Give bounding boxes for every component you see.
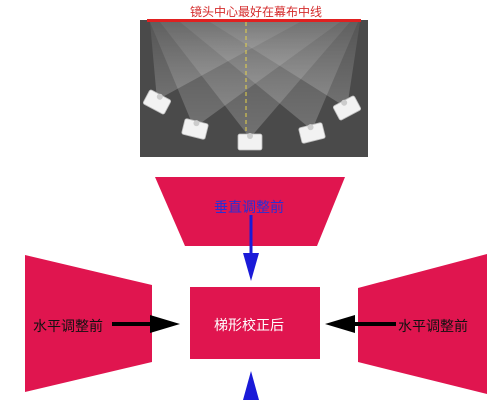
projector-icon [298, 122, 326, 144]
corrected-rect [190, 287, 320, 359]
light-beams [150, 22, 360, 138]
screen-bar [147, 19, 361, 22]
arrow-right-icon [112, 315, 180, 333]
horizontal-before-right-label: 水平调整前 [398, 319, 468, 335]
corrected-label: 梯形校正后 [214, 318, 284, 334]
arrow-down-icon [243, 215, 259, 281]
vertical-before-shape [155, 177, 345, 246]
title-label: 镜头中心最好在幕布中线 [190, 5, 323, 19]
horizontal-before-left-shape [25, 255, 152, 392]
vertical-before-label: 垂直调整前 [214, 200, 284, 216]
projector-icon [142, 89, 172, 115]
projector-icon [332, 95, 362, 121]
projector-icon [237, 133, 263, 151]
horizontal-before-right-shape [358, 254, 487, 394]
projector-icon [181, 118, 209, 140]
arrow-left-icon [325, 315, 396, 333]
horizontal-before-left-label: 水平调整前 [33, 319, 103, 335]
arrow-up-icon [243, 371, 259, 400]
